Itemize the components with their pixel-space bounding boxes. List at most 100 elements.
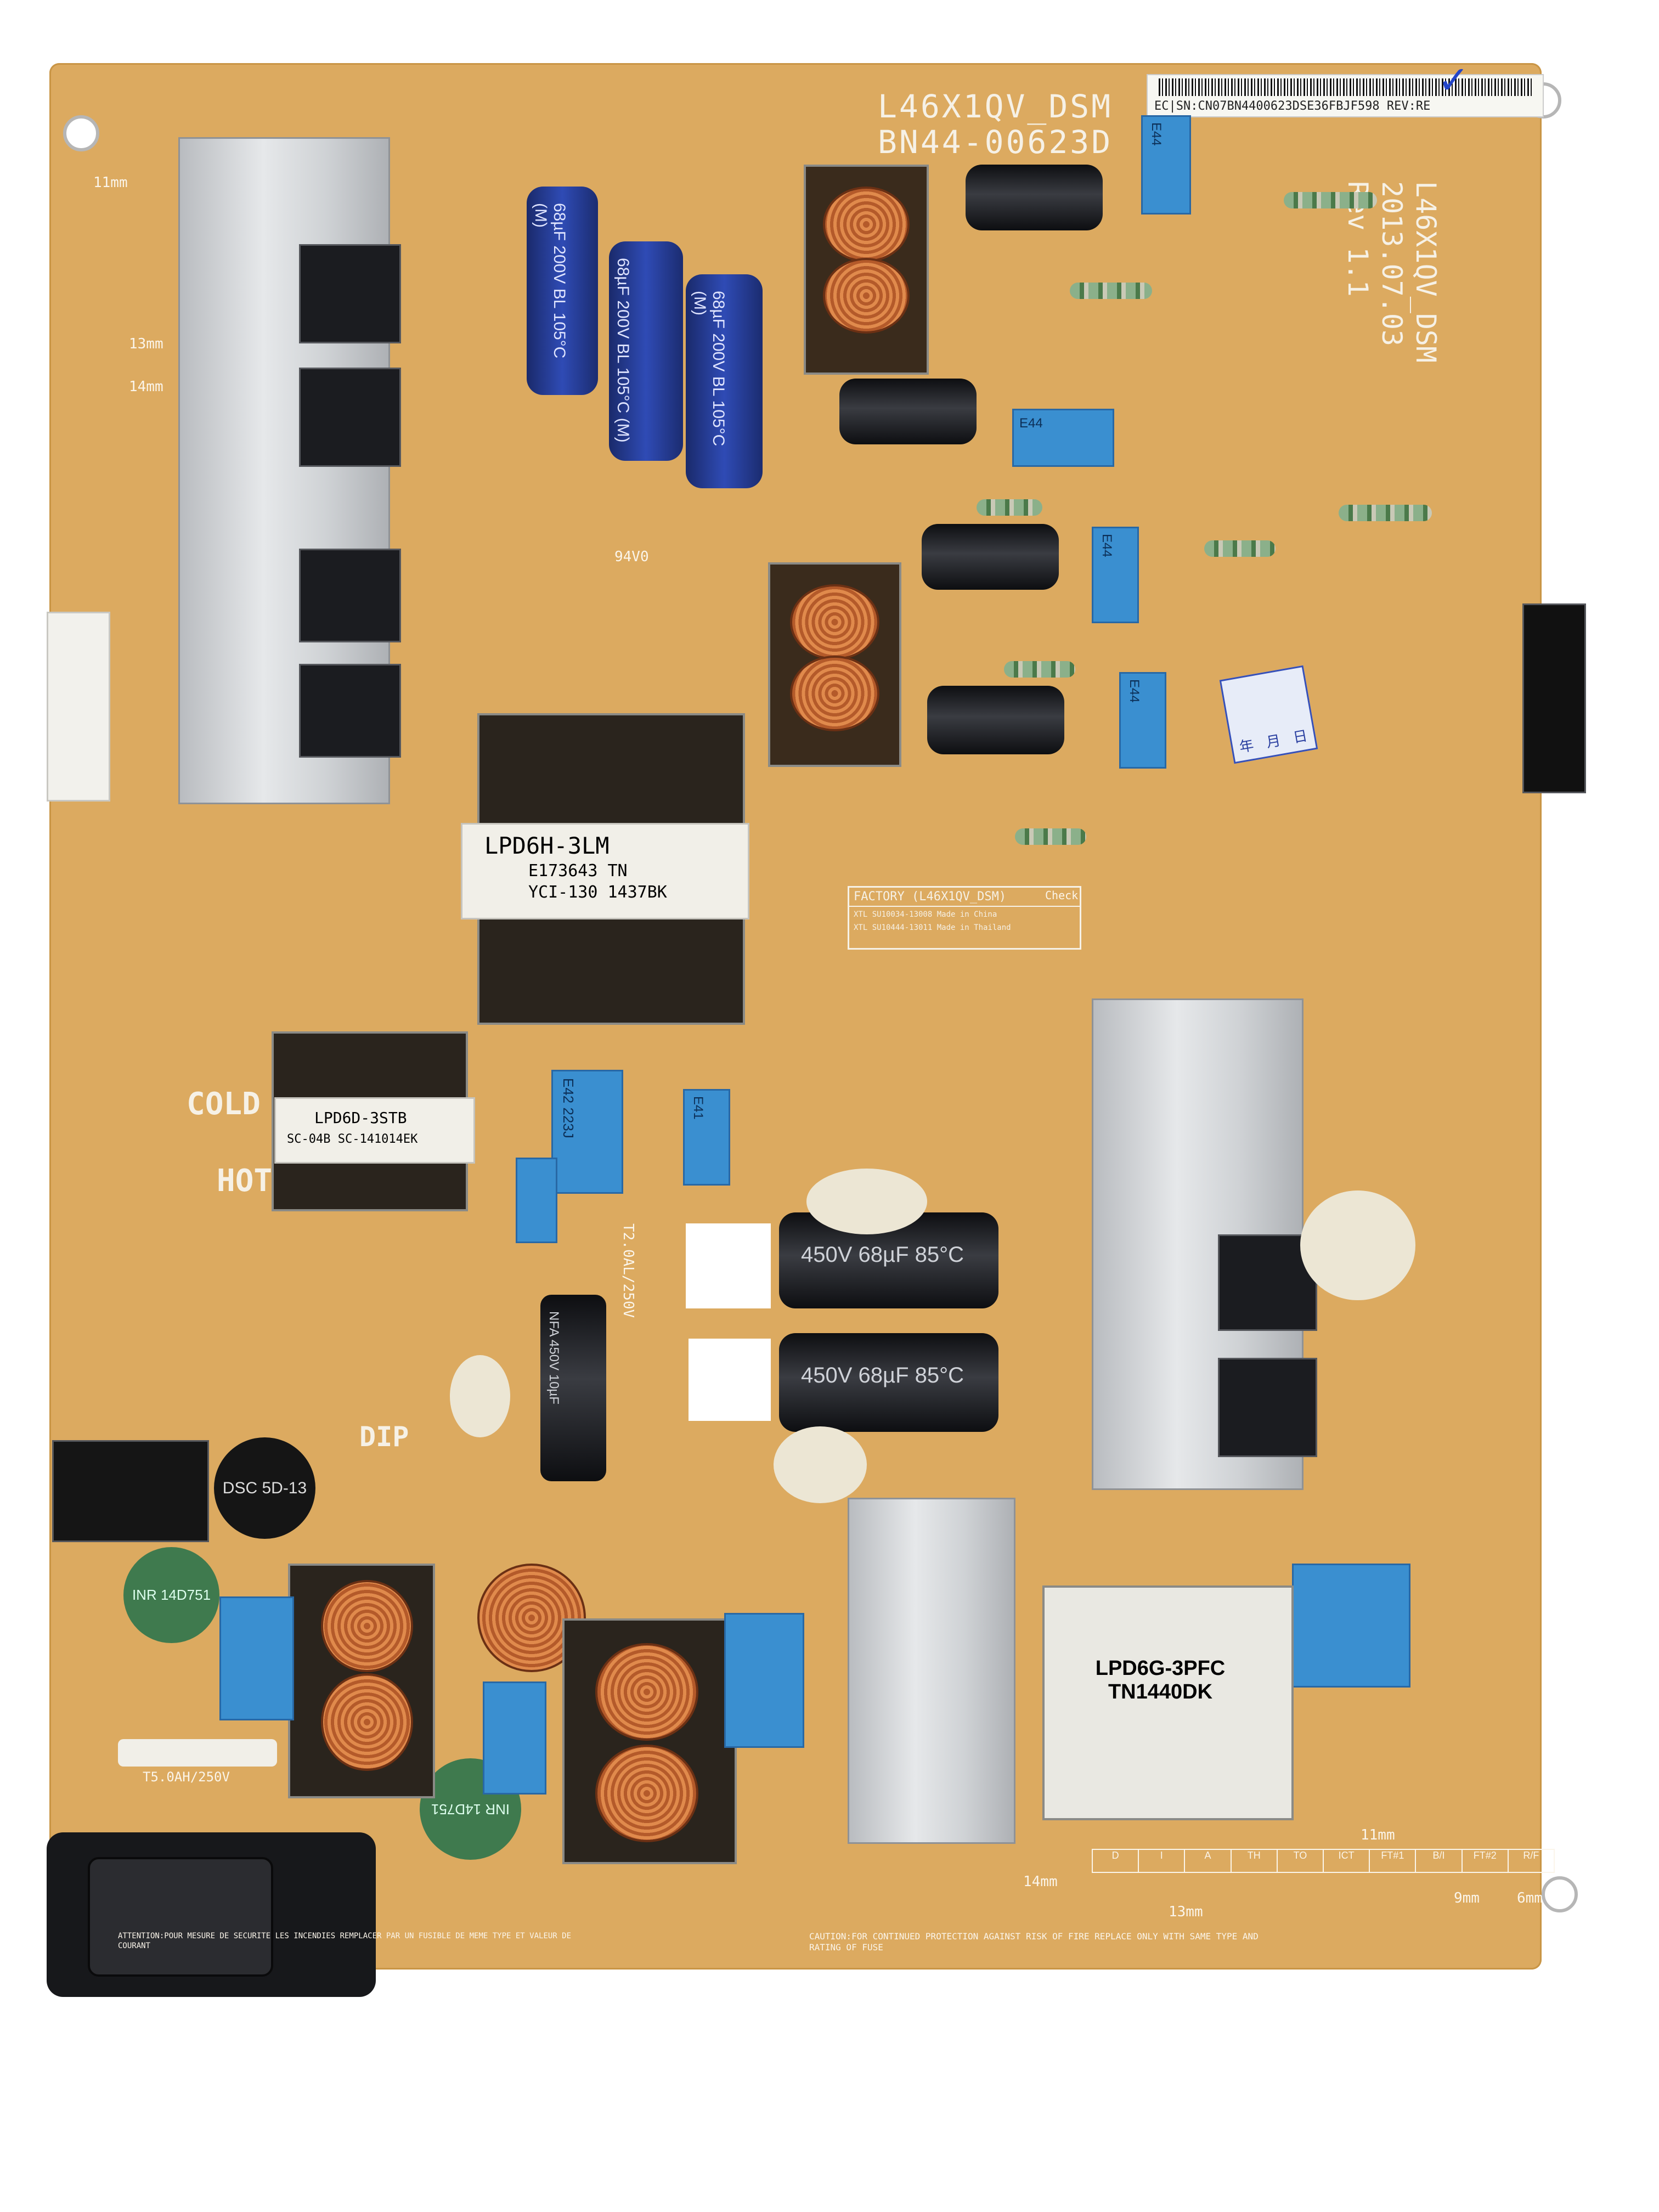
- resistor: [1204, 540, 1276, 557]
- main-tf-line3: YCI-130 1437BK: [528, 883, 667, 902]
- bridge-heatsink: [848, 1498, 1015, 1844]
- pfc-coil-label: LPD6G-3PFC TN1440DK: [1078, 1657, 1243, 1704]
- standby-transformer-label: LPD6D-3STB SC-04B SC-141014EK: [274, 1097, 475, 1164]
- dim-label: 9mm: [1454, 1890, 1480, 1906]
- capacitor-black: [966, 165, 1103, 230]
- dip-label: DIP: [359, 1421, 409, 1453]
- checkmark: ✓: [1437, 59, 1470, 101]
- pfc-coil: [1042, 1585, 1294, 1820]
- output-connector: [1522, 603, 1586, 793]
- glue-blob: [806, 1169, 927, 1234]
- capacitor-black: [927, 686, 1064, 754]
- output-coil: [790, 584, 879, 660]
- stamp-month: 月: [1265, 732, 1282, 751]
- sticker-serial-text: EC|SN:CN07BN4400623DSE36FBJF598 REV:RE: [1154, 99, 1431, 113]
- bulk-capacitor: 450V 68µF 85°C: [779, 1212, 998, 1308]
- ac-inlet-socket: [88, 1857, 273, 1977]
- pfc-line1: LPD6G-3PFC: [1095, 1657, 1226, 1680]
- resistor: [1070, 283, 1152, 299]
- factory-box: FACTORY (L46X1QV_DSM) XTL SU10034-13008 …: [848, 886, 1081, 950]
- input-connector: [47, 612, 110, 802]
- bulk-cap-label: 450V 68µF 85°C: [801, 1243, 964, 1267]
- choke-coil: [595, 1745, 698, 1842]
- pfc-line2: TN1440DK: [1108, 1680, 1213, 1703]
- bulk-capacitor: 450V 68µF 85°C: [779, 1333, 998, 1432]
- capacitor-blue: 68µF 200V BL 105°C (M): [686, 274, 763, 488]
- grid-cell: ICT: [1324, 1850, 1370, 1872]
- grid-cell: FT#1: [1370, 1850, 1417, 1872]
- film-cap-label: E44: [1149, 122, 1164, 146]
- resistor: [1004, 661, 1075, 678]
- resistor: [1015, 828, 1086, 845]
- varistor-label: INR 14D751: [132, 1587, 211, 1603]
- fuse-label: T5.0AH/250V: [143, 1769, 230, 1785]
- factory-check: Check: [1045, 889, 1079, 902]
- film-capacitor: E44: [1012, 409, 1114, 467]
- cap-label: 68µF 200V BL 105°C (M): [532, 203, 568, 359]
- varistor-label: INR 14D751: [431, 1801, 510, 1818]
- film-capacitor: E42 223J: [551, 1070, 623, 1194]
- inspection-stamp: 年 月 日: [1219, 665, 1318, 764]
- film-capacitor: [516, 1158, 557, 1243]
- mounting-hole: [63, 115, 99, 151]
- x-capacitor: [1292, 1564, 1410, 1688]
- dim-label: 13mm: [129, 336, 163, 352]
- stamp-year: 年: [1238, 736, 1255, 755]
- sticker-barcode: [1159, 78, 1532, 96]
- standby-tf-line2: SC-04B SC-141014EK: [287, 1132, 418, 1146]
- dim-label: 13mm: [1169, 1904, 1203, 1920]
- film-cap-label: E41: [691, 1096, 706, 1120]
- glue-blob: [450, 1355, 510, 1437]
- mounting-hole: [1542, 1876, 1578, 1912]
- transistor: [299, 244, 401, 343]
- warning-left: ATTENTION:POUR MESURE DE SECURITE LES IN…: [118, 1932, 572, 1950]
- blank-patch: [689, 1339, 771, 1421]
- output-coil: [823, 258, 910, 334]
- x-capacitor: [724, 1613, 804, 1748]
- transistor: [299, 664, 401, 758]
- factory-row: XTL SU10444-13011 Made in Thailand: [854, 923, 1011, 932]
- cap-label: 68µF 200V BL 105°C (M): [691, 291, 727, 447]
- grid-cell: R/F: [1523, 1850, 1539, 1861]
- rotated-model: L46X1QV_DSM: [1410, 181, 1442, 363]
- glue-blob: [774, 1426, 867, 1503]
- resistor: [977, 499, 1042, 516]
- capacitor-blue: 68µF 200V BL 105°C (M): [609, 241, 683, 461]
- part-number-label: BN44-00623D: [878, 123, 1113, 161]
- factory-title: FACTORY (L46X1QV_DSM): [849, 888, 1080, 907]
- glue-blob: [1300, 1190, 1415, 1300]
- resistor: [1284, 192, 1377, 208]
- fuse: [118, 1739, 277, 1767]
- dim-label: 11mm: [93, 174, 128, 191]
- grid-cell: D: [1093, 1850, 1139, 1872]
- film-cap-label: E44: [1127, 679, 1142, 703]
- choke-coil: [321, 1673, 413, 1771]
- main-transformer-label: LPD6H-3LM E173643 TN YCI-130 1437BK: [461, 823, 749, 919]
- warning-right: CAUTION:FOR CONTINUED PROTECTION AGAINST…: [809, 1931, 1259, 1953]
- transistor: [299, 549, 401, 642]
- capacitor-black: [922, 524, 1059, 590]
- film-capacitor: E41: [683, 1089, 730, 1186]
- transistor: [299, 368, 401, 467]
- output-coil: [823, 187, 910, 262]
- film-capacitor: E44: [1141, 115, 1191, 215]
- standby-tf-line1: LPD6D-3STB: [314, 1109, 407, 1127]
- grid-cell: TH: [1232, 1850, 1278, 1872]
- film-cap-label: E44: [1019, 416, 1043, 431]
- ul-mark: 94V0: [614, 549, 649, 565]
- x-capacitor: [219, 1596, 294, 1720]
- cap-label: 68µF 200V BL 105°C (M): [614, 258, 632, 443]
- dim-label: 11mm: [1361, 1827, 1395, 1843]
- varistor: INR 14D751: [123, 1547, 219, 1643]
- cold-label: COLD: [187, 1086, 261, 1122]
- choke-coil: [595, 1643, 698, 1741]
- dim-label: 14mm: [1023, 1874, 1058, 1890]
- pfc-transistor: [1218, 1358, 1317, 1457]
- film-cap-label: E44: [1099, 534, 1114, 557]
- main-tf-line1: LPD6H-3LM: [484, 832, 610, 859]
- grid-cell: FT#2: [1463, 1850, 1509, 1872]
- film-capacitor: E44: [1092, 527, 1139, 623]
- serial-sticker: EC|SN:CN07BN4400623DSE36FBJF598 REV:RE: [1147, 74, 1544, 117]
- film-cap-label: E42 223J: [560, 1078, 577, 1138]
- main-tf-line2: E173643 TN: [528, 861, 628, 881]
